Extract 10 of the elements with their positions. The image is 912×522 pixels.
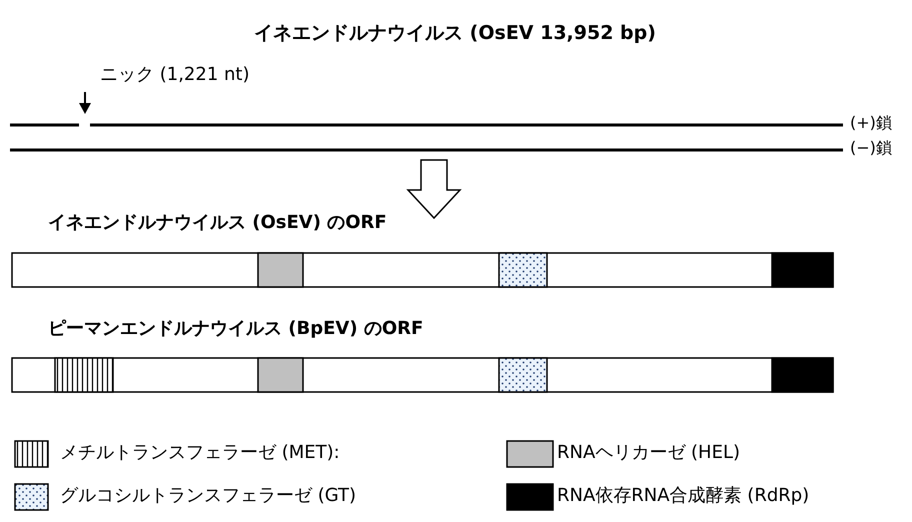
orf-title: ピーマンエンドルナウイルス (BpEV) のORF: [48, 317, 424, 340]
legend-label: RNAヘリカーゼ (HEL): [557, 441, 740, 464]
strand-label: (−)鎖: [850, 138, 892, 159]
legend-label: グルコシルトランスフェラーゼ (GT): [60, 484, 356, 507]
legend-label: メチルトランスフェラーゼ (MET):: [60, 441, 340, 464]
legend-label: RNA依存RNA合成酵素 (RdRp): [557, 484, 810, 507]
title: イネエンドルナウイルス (OsEV 13,952 bp): [254, 21, 656, 46]
nick-label: ニック (1,221 nt): [100, 63, 250, 86]
strand-label: (+)鎖: [850, 113, 892, 134]
orf-title: イネエンドルナウイルス (OsEV) のORF: [48, 211, 387, 234]
